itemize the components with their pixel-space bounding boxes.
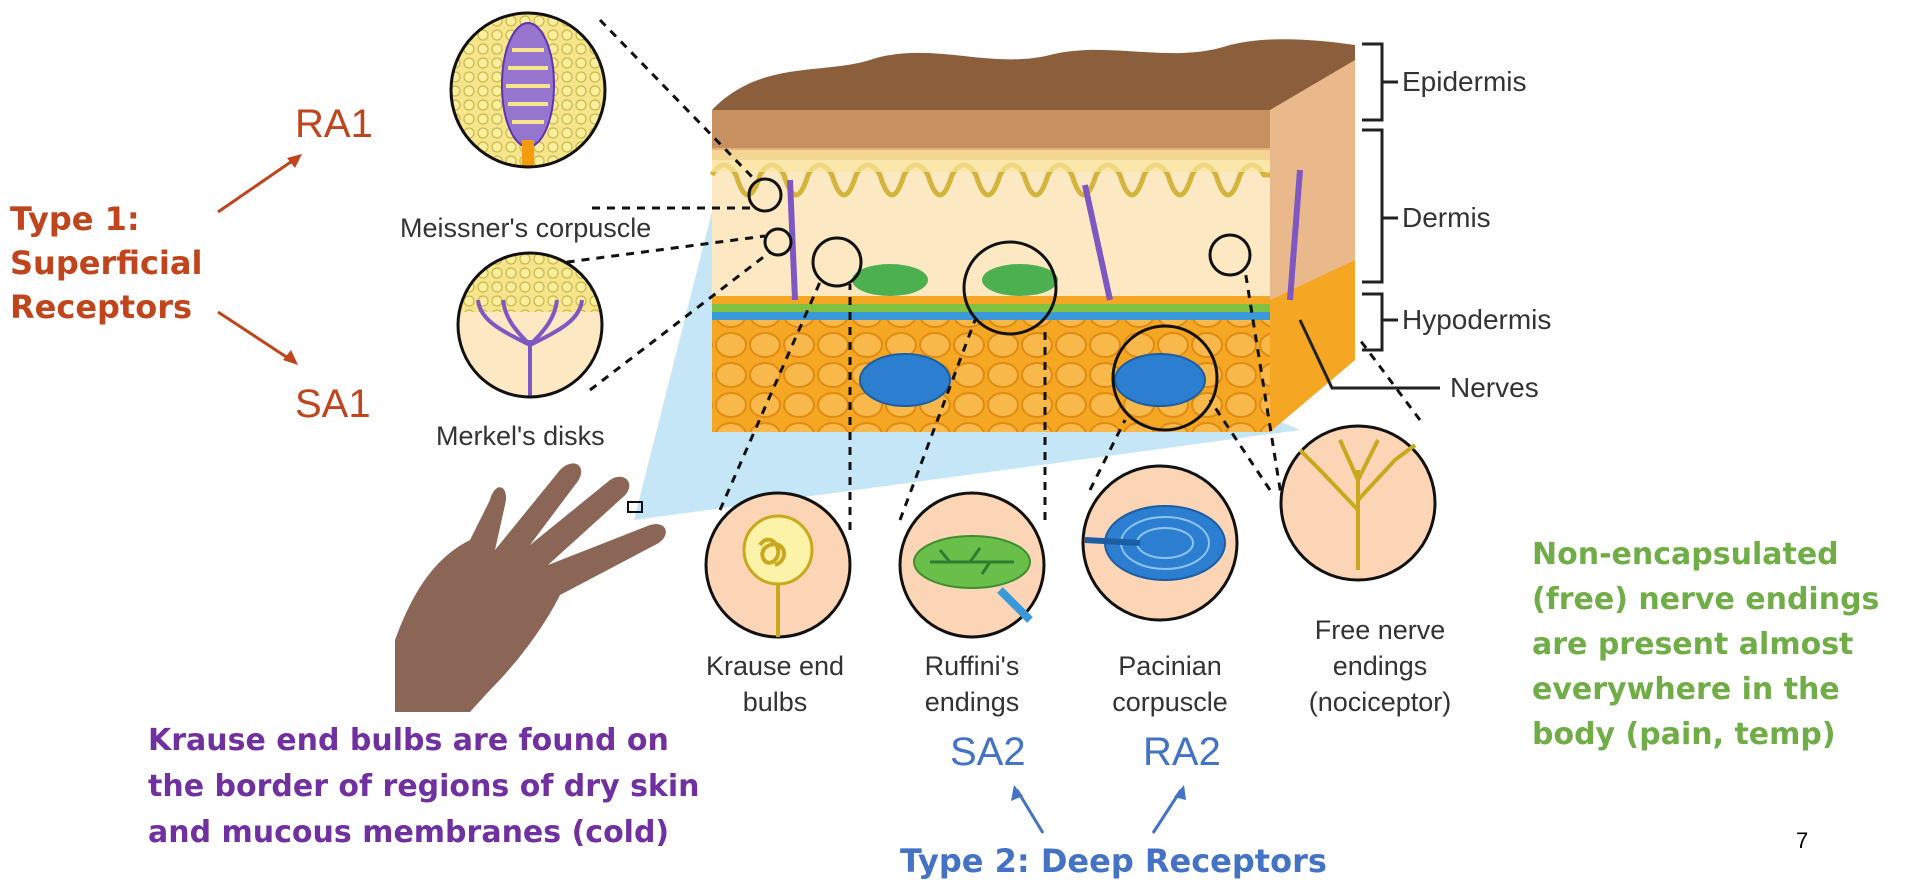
krause-label-line2: bulbs: [742, 687, 808, 717]
free-nerve-label-line2: endings: [1332, 651, 1428, 681]
type1-label-line3: Receptors: [10, 288, 193, 326]
free-nerve-label-line3: (nociceptor): [1308, 687, 1452, 717]
hypodermis-label: Hypodermis: [1402, 304, 1552, 335]
sa1-label: SA1: [295, 382, 371, 426]
epidermis-layer: [712, 110, 1270, 148]
meissner-zoom: [449, 11, 607, 169]
krause-note-line3: and mucous membranes (cold): [148, 815, 670, 850]
skin-block: [709, 39, 1355, 432]
free-nerve-note-line4: everywhere in the: [1532, 672, 1840, 707]
type1-label-line1: Type 1:: [10, 200, 140, 238]
pacinian-label-line1: Pacinian: [1118, 651, 1222, 681]
nerve-band-1: [712, 296, 1270, 304]
ruffini-label: Ruffini's endings: [897, 648, 1047, 720]
krause-zoom: [704, 491, 852, 639]
krause-note: Krause end bulbs are found on the border…: [148, 718, 700, 856]
epidermis-top: [712, 39, 1355, 110]
dermis-label: Dermis: [1402, 202, 1491, 233]
krause-label-line1: Krause end: [705, 651, 845, 681]
epidermis-label: Epidermis: [1402, 66, 1527, 97]
hand-illustration: [395, 463, 666, 712]
nerves-label: Nerves: [1450, 372, 1539, 403]
page-number: 7: [1796, 828, 1809, 853]
pacinian-label-line2: corpuscle: [1112, 687, 1228, 717]
nerve-band-2: [712, 304, 1270, 312]
ra2-label: RA2: [1143, 730, 1221, 774]
arrows: [217, 154, 1186, 834]
leader-lines: [521, 18, 1422, 530]
merkel-label: Merkel's disks: [436, 421, 605, 451]
sa2-label: SA2: [950, 730, 1026, 774]
ra1-label: RA1: [295, 102, 373, 146]
dermal-papillae: [709, 162, 1270, 198]
free-nerve-note-line1: Non-encapsulated: [1532, 537, 1839, 572]
pacinian-label: Pacinian corpuscle: [1090, 648, 1250, 720]
pacinian-in-block: [859, 353, 951, 407]
free-nerve-label: Free nerve endings (nociceptor): [1280, 612, 1480, 720]
free-nerve-note-line2: (free) nerve endings: [1532, 582, 1880, 617]
free-nerve-note: Non-encapsulated (free) nerve endings ar…: [1532, 532, 1879, 757]
meissner-label: Meissner's corpuscle: [400, 213, 652, 243]
nerve-band-3: [712, 312, 1270, 320]
ruffini-zoom: [898, 491, 1046, 639]
ruffini-label-line2: endings: [924, 687, 1020, 717]
free-nerve-note-line5: body (pain, temp): [1532, 717, 1836, 752]
free-nerve-note-line3: are present almost: [1532, 627, 1854, 662]
krause-note-line1: Krause end bulbs are found on: [148, 723, 669, 758]
free-nerve-zoom: [1279, 424, 1437, 582]
free-nerve-label-line1: Free nerve: [1314, 615, 1446, 645]
krause-label: Krause end bulbs: [690, 648, 860, 720]
merkel-zoom: [456, 251, 604, 399]
type2-title: Type 2: Deep Receptors: [900, 842, 1327, 880]
ruffini-label-line1: Ruffini's: [924, 651, 1020, 681]
type1-label-line2: Superficial: [10, 244, 203, 282]
layer-brackets: [1298, 42, 1440, 390]
krause-note-line2: the border of regions of dry skin: [148, 769, 700, 804]
pacinian-zoom: [1081, 464, 1239, 622]
